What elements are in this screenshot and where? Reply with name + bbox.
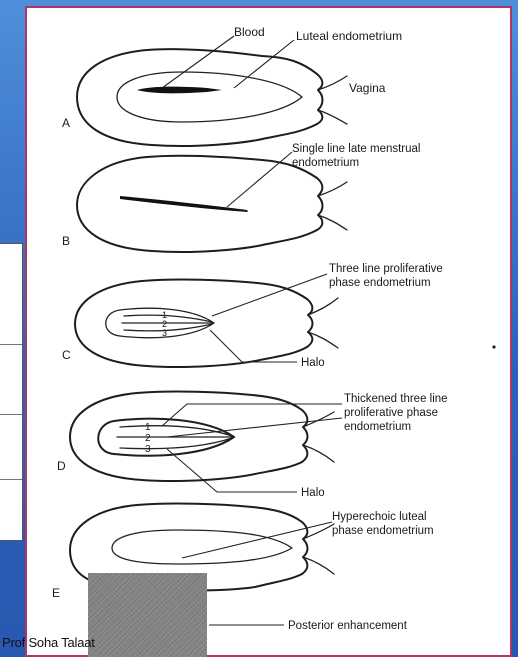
label-three-line-2: phase endometrium: [329, 277, 431, 289]
label-halo-d: Halo: [301, 487, 325, 499]
luteal-cavity-e: [112, 530, 292, 564]
panel-letter-b: B: [62, 234, 70, 248]
table-row-divider: [0, 414, 22, 415]
layer-number-d3: 3: [145, 444, 151, 455]
label-three-line-1: Three line proliferative: [329, 263, 443, 275]
leader-thickened-1: [162, 404, 342, 426]
label-posterior-enhancement: Posterior enhancement: [288, 620, 408, 632]
layer-number-d2: 2: [145, 433, 151, 444]
diagram-b: Single line late menstrual endometrium B: [62, 143, 421, 252]
panel-letter-c: C: [62, 348, 71, 362]
label-vagina: Vagina: [349, 81, 386, 95]
label-luteal-endometrium: Luteal endometrium: [296, 29, 402, 43]
label-thickened-1: Thickened three line: [344, 393, 448, 405]
leader-blood: [162, 36, 234, 88]
layer-number-c3: 3: [162, 328, 167, 338]
panel-letter-d: D: [57, 459, 66, 473]
table-row-divider: [0, 479, 22, 480]
label-hyperechoic-2: phase endometrium: [332, 525, 434, 537]
label-blood: Blood: [234, 25, 265, 39]
label-single-line-1: Single line late menstrual: [292, 143, 421, 155]
table-row-divider: [0, 344, 22, 345]
blood-cavity: [137, 87, 222, 94]
cervix-c: [307, 299, 313, 347]
label-halo-c: Halo: [301, 357, 325, 369]
layer-number-d1: 1: [145, 422, 151, 433]
uterus-diagram: Blood Luteal endometrium Vagina A Single…: [27, 8, 512, 657]
label-thickened-3: endometrium: [344, 421, 411, 433]
leader-hyperechoic: [182, 522, 332, 558]
partial-table: [0, 243, 23, 541]
credit-text: Prof Soha Talaat: [2, 635, 95, 650]
cervix-e: [302, 522, 308, 574]
leader-halo-c: [210, 330, 297, 362]
label-hyperechoic-1: Hyperechoic luteal: [332, 511, 427, 523]
panel-letter-a: A: [62, 116, 70, 130]
label-single-line-2: endometrium: [292, 157, 359, 169]
diagram-c: 1 2 3 Three line proliferative phase end…: [62, 263, 496, 369]
panel-letter-e: E: [52, 586, 60, 600]
cavity-outline-a: [117, 72, 302, 122]
cervix-a: [317, 74, 323, 124]
diagram-d: 1 2 3 Thickened three line proliferative…: [57, 392, 448, 499]
cervix-b: [317, 178, 323, 230]
label-thickened-2: proliferative phase: [344, 407, 438, 419]
figure-panel: Blood Luteal endometrium Vagina A Single…: [25, 6, 512, 657]
cervix-d: [302, 410, 308, 462]
single-line-endometrium: [120, 196, 248, 212]
diagram-a: Blood Luteal endometrium Vagina A: [62, 25, 402, 146]
posterior-enhancement-shadow: [88, 573, 207, 657]
speck: [492, 345, 495, 348]
uterus-outline-b: [77, 156, 317, 252]
uterus-outline-a: [77, 49, 317, 146]
